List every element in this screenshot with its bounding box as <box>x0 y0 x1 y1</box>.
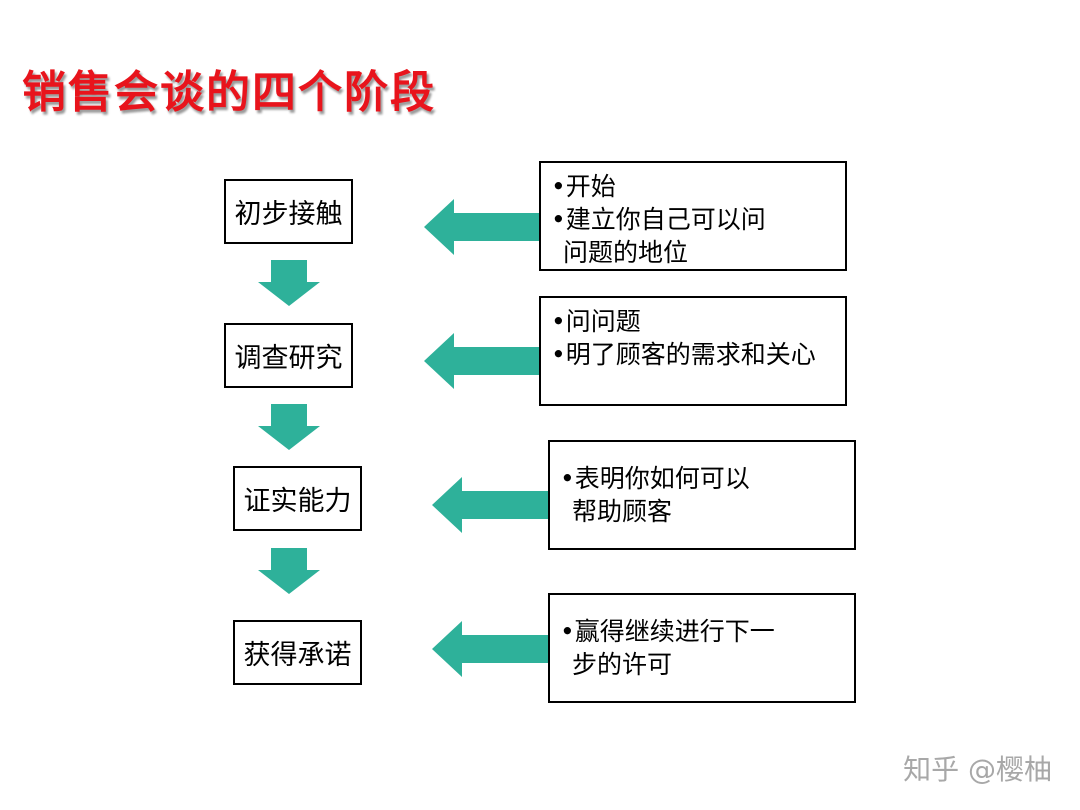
stage-label: 初步接触 <box>234 199 343 230</box>
stage-label: 获得承诺 <box>243 640 352 671</box>
detail-box-2: •问问题 •明了顾客的需求和关心 <box>539 296 847 406</box>
left-arrow-icon <box>432 621 549 677</box>
detail-line: •赢得继续进行下一 <box>560 617 775 646</box>
left-arrow-icon <box>424 199 540 255</box>
watermark: 知乎 @樱柚 <box>903 753 1052 786</box>
detail-box-1: •开始 •建立你自己可以问 问题的地位 <box>539 161 847 271</box>
stage-label: 证实能力 <box>243 486 352 517</box>
stage-label: 调查研究 <box>234 343 343 374</box>
detail-line: 步的许可 <box>572 650 673 679</box>
detail-line: •建立你自己可以问 <box>551 205 766 234</box>
stage-box-2: 调查研究 <box>224 323 353 388</box>
detail-line: 帮助顾客 <box>572 497 673 526</box>
detail-line: •开始 <box>551 172 616 201</box>
detail-box-3: •表明你如何可以 帮助顾客 <box>548 440 856 550</box>
stage-box-1: 初步接触 <box>224 179 353 244</box>
stage-box-4: 获得承诺 <box>233 620 362 685</box>
down-arrow-icon <box>258 404 320 450</box>
left-arrow-icon <box>424 333 540 389</box>
detail-line: •问问题 <box>551 307 641 336</box>
detail-line: •明了顾客的需求和关心 <box>551 340 816 369</box>
detail-line: •表明你如何可以 <box>560 464 750 493</box>
down-arrow-icon <box>258 260 320 306</box>
detail-box-4: •赢得继续进行下一 步的许可 <box>548 593 856 703</box>
detail-line: 问题的地位 <box>563 238 689 267</box>
left-arrow-icon <box>432 477 549 533</box>
stage-box-3: 证实能力 <box>233 466 362 531</box>
down-arrow-icon <box>258 548 320 594</box>
page-title: 销售会谈的四个阶段 <box>22 67 436 118</box>
